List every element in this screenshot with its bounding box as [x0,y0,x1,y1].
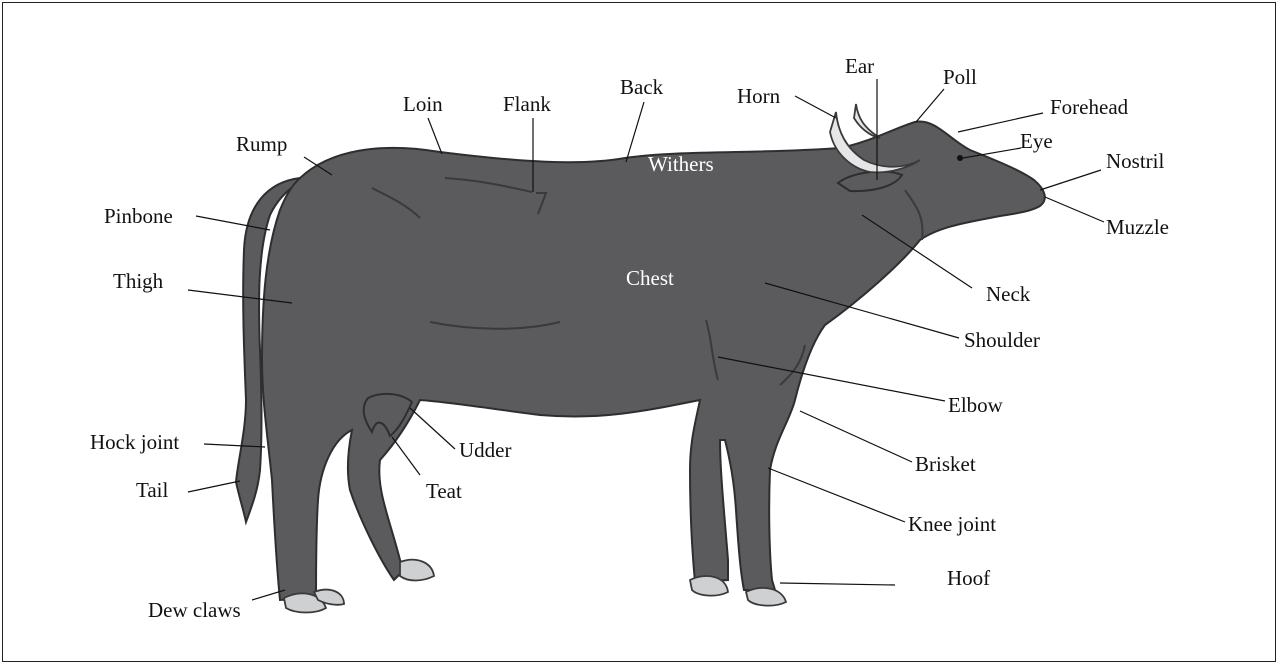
label-thigh: Thigh [113,269,164,293]
nostril-leader [1040,170,1101,190]
label-poll: Poll [943,65,977,89]
label-pinbone: Pinbone [104,204,173,228]
label-loin: Loin [403,92,443,116]
hoof-front-2 [746,588,786,606]
label-ear: Ear [845,54,874,78]
label-teat: Teat [426,479,462,503]
hoof-leader [780,583,895,585]
muzzle-leader [1045,197,1104,222]
label-hock-joint: Hock joint [90,430,179,454]
label-knee-joint: Knee joint [908,512,996,536]
label-shoulder: Shoulder [964,328,1040,352]
label-withers: Withers [648,152,714,176]
buffalo-illustration [236,104,1045,613]
brisket-leader [800,411,912,462]
loin-leader [428,118,442,154]
label-dew-claws: Dew claws [148,598,241,622]
hoof-mid [400,560,434,581]
knee-joint-leader [768,468,905,522]
tail-leader [188,481,240,492]
label-brisket: Brisket [915,452,976,476]
label-chest: Chest [626,266,674,290]
label-rump: Rump [236,132,287,156]
horn-leader [795,96,836,118]
label-nostril: Nostril [1106,149,1165,173]
label-elbow: Elbow [948,393,1004,417]
udder-leader [410,408,455,449]
label-forehead: Forehead [1050,95,1129,119]
label-back: Back [620,75,664,99]
label-eye: Eye [1020,129,1053,153]
label-tail: Tail [136,478,169,502]
horn-shape-2 [854,104,880,138]
udder-shape [364,394,412,436]
teat-leader [392,437,420,475]
label-neck: Neck [986,282,1031,306]
label-muzzle: Muzzle [1106,215,1169,239]
eye-dot [957,155,963,161]
buffalo-anatomy-diagram: Loin Flank Back Horn Ear Poll Forehead E… [0,0,1280,647]
poll-leader [916,89,944,122]
label-udder: Udder [459,438,511,462]
label-horn: Horn [737,84,781,108]
back-leader [626,102,644,162]
label-flank: Flank [503,92,551,116]
label-hoof: Hoof [947,566,990,590]
